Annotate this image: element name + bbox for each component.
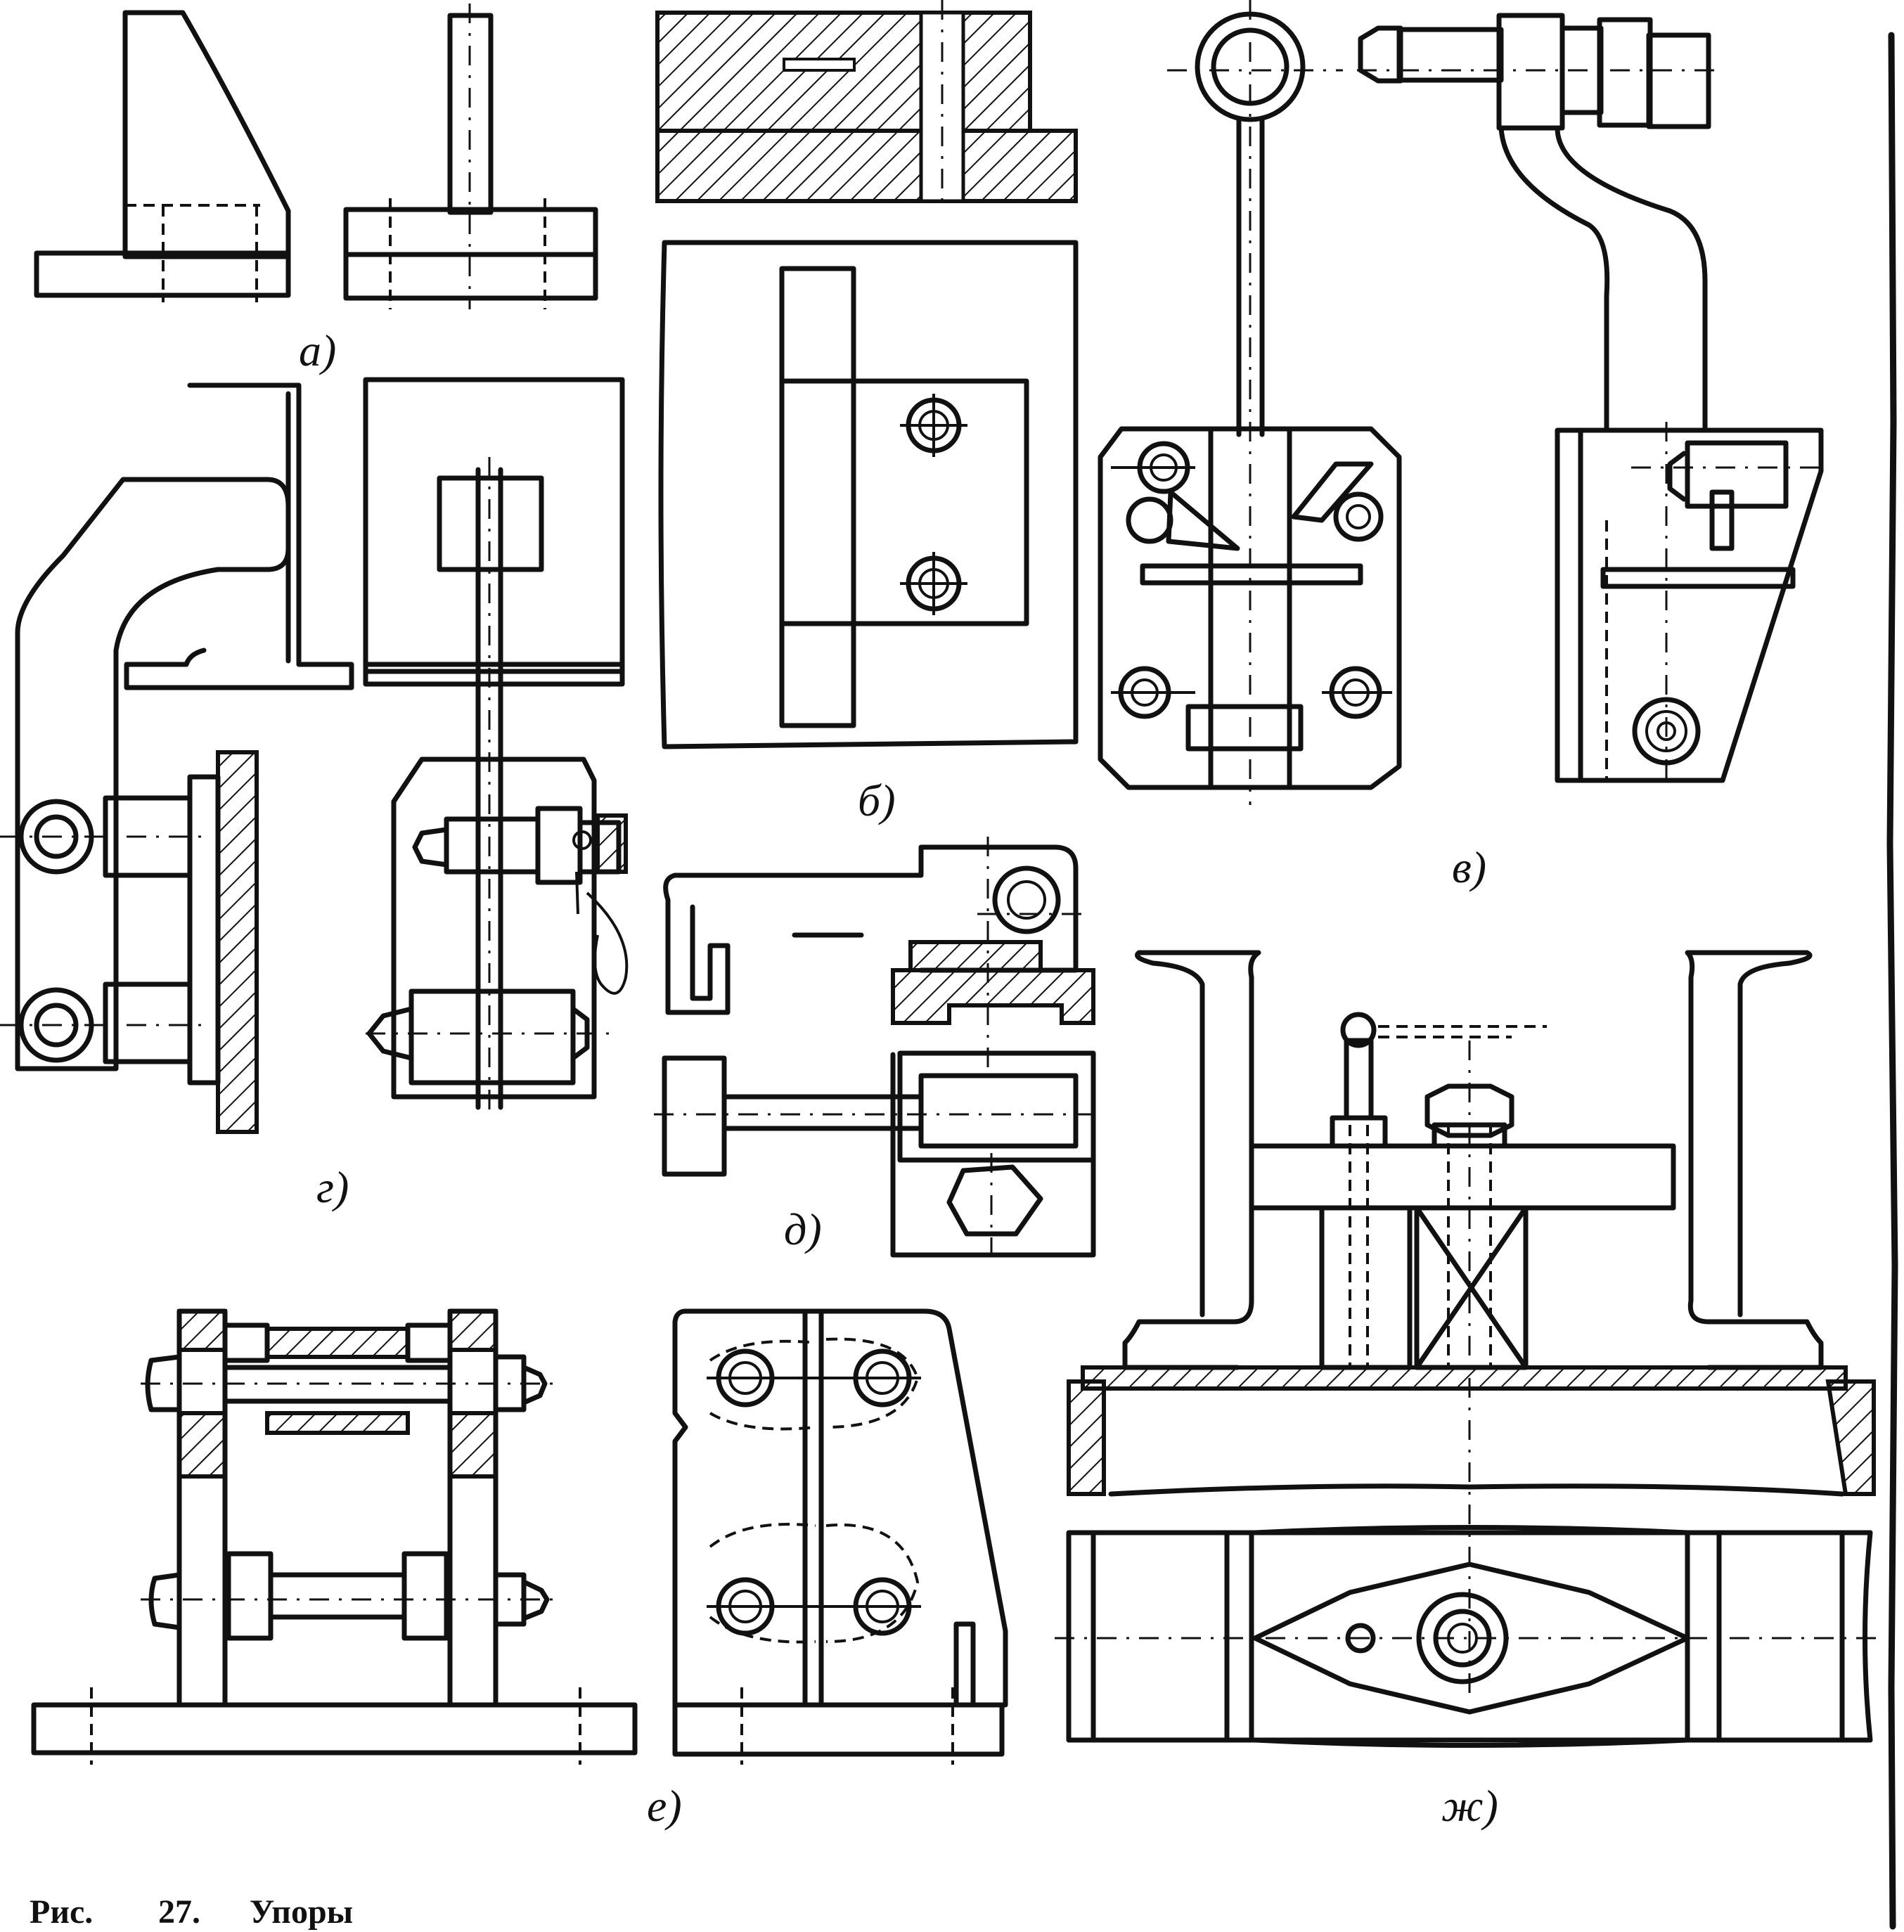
label-e: е) [647, 1781, 682, 1831]
label-v: в) [1452, 842, 1486, 892]
caption-prefix: Рис. [30, 1893, 93, 1931]
drawing-zh [1055, 950, 1884, 1748]
caption-title: Упоры [250, 1893, 353, 1931]
drawing-e [31, 1308, 1008, 1765]
label-d: д) [784, 1204, 822, 1254]
drawing-g [0, 377, 629, 1134]
drawing-a [34, 4, 598, 309]
drawing-v [1098, 0, 1824, 805]
label-zh: ж) [1441, 1781, 1498, 1831]
drawing-d [654, 837, 1097, 1266]
label-g: г) [316, 1162, 349, 1212]
right-border-line [1886, 32, 1898, 1930]
label-a: а) [299, 326, 336, 375]
caption-number: 27. [158, 1893, 200, 1931]
label-b: б) [858, 775, 896, 825]
drawing-b [655, 0, 1079, 749]
